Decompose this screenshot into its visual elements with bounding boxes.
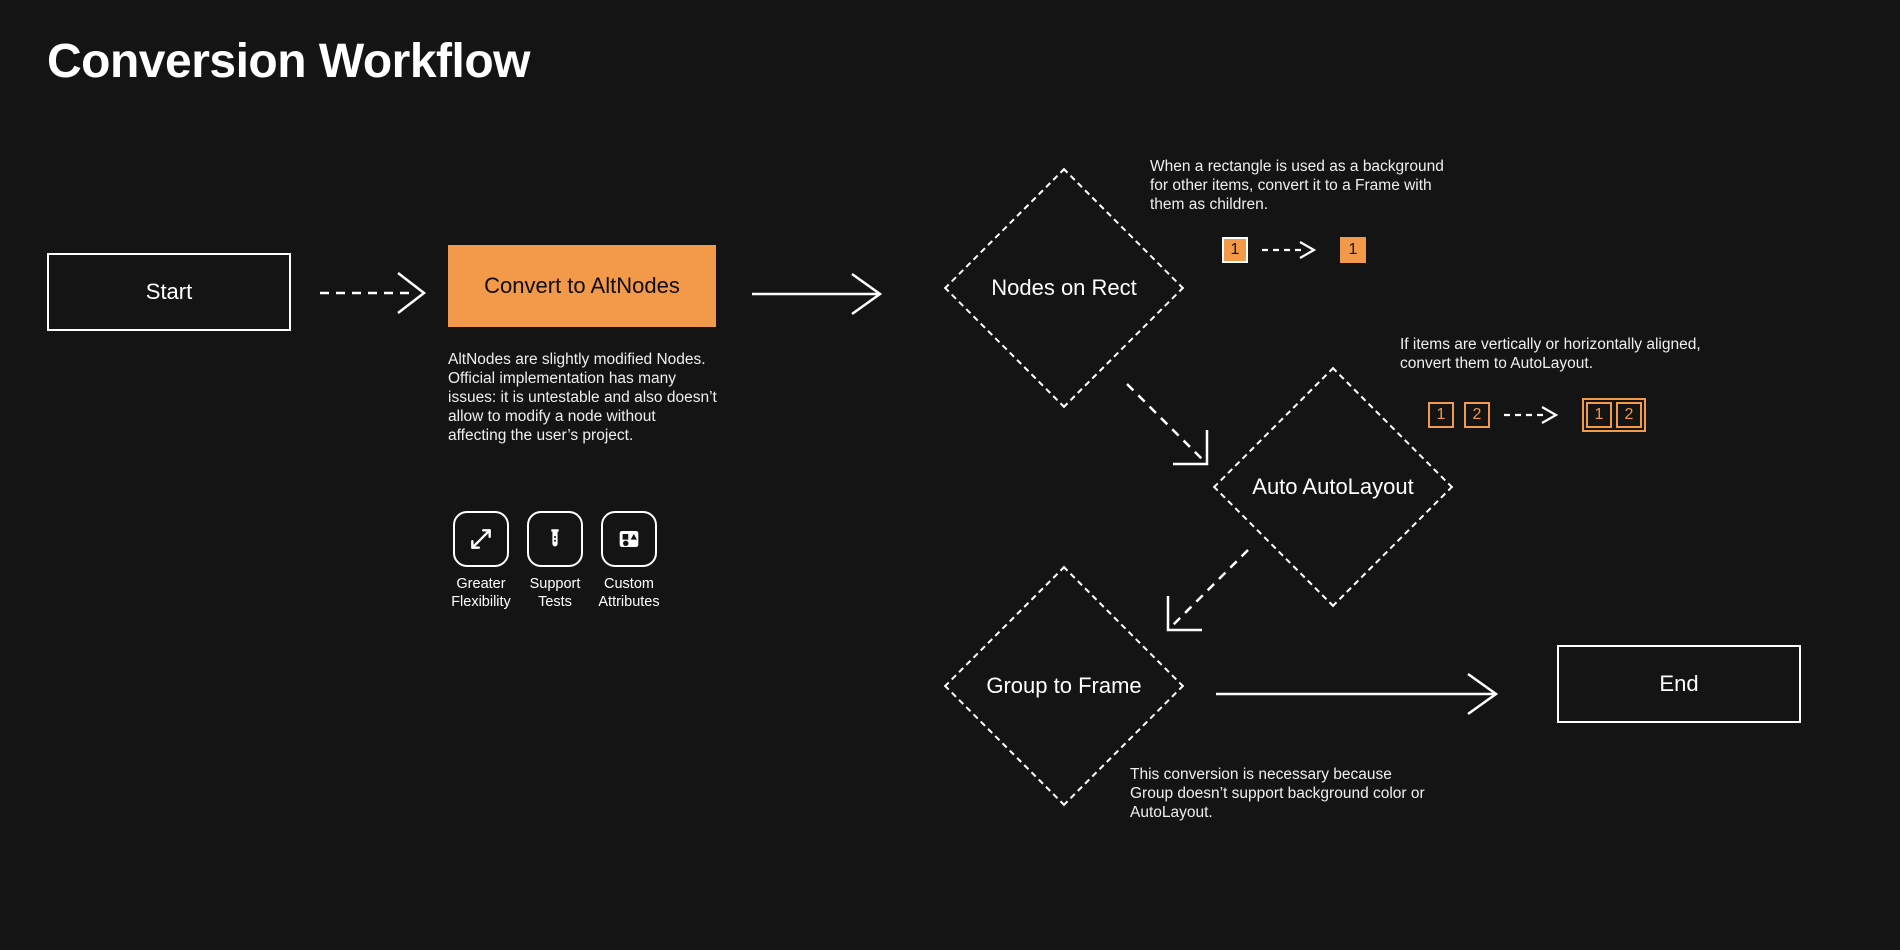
feature-label: Greater Flexibility [451, 576, 511, 611]
badge-after-2: 2 [1616, 402, 1642, 428]
connector-group-to-frame-to-end [1216, 672, 1499, 716]
badge-after-1: 1 [1340, 237, 1366, 263]
node-convert-label: Convert to AltNodes [484, 273, 680, 298]
badge-before-1: 1 [1428, 402, 1454, 428]
badge-example-auto-autolayout: 1 2 1 2 [1428, 398, 1646, 432]
expand-arrows-icon [468, 526, 494, 552]
feature-label: Custom Attributes [598, 576, 660, 611]
feature-item-greater-flexibility[interactable]: Greater Flexibility [451, 511, 511, 611]
feature-icon-box [601, 511, 657, 567]
node-end[interactable]: End [1557, 645, 1801, 723]
annotation-nodes-on-rect: When a rectangle is used as a background… [1150, 158, 1444, 213]
badge-after-1: 1 [1586, 402, 1612, 428]
annotation-auto-autolayout: If items are vertically or horizontally … [1400, 336, 1701, 372]
feature-icon-box [453, 511, 509, 567]
dashed-arrow-right-icon [1504, 406, 1559, 424]
node-group-to-frame-label: Group to Frame [986, 673, 1142, 698]
node-auto-autolayout-label: Auto AutoLayout [1252, 474, 1414, 499]
description-altnodes: AltNodes are slightly modified Nodes. Of… [448, 351, 717, 444]
badge-before-1: 1 [1222, 237, 1248, 263]
feature-label: Support Tests [529, 576, 581, 611]
node-end-label: End [1659, 671, 1699, 696]
node-convert-to-altnodes[interactable]: Convert to AltNodes [448, 245, 716, 327]
connector-start-to-convert [320, 272, 427, 314]
node-start[interactable]: Start [47, 253, 291, 331]
node-nodes-on-rect[interactable]: Nodes on Rect [943, 167, 1185, 409]
badge-autolayout-frame: 1 2 [1582, 398, 1646, 432]
feature-list: Greater Flexibility Support Tests [451, 511, 660, 611]
badge-before-2: 2 [1464, 402, 1490, 428]
feature-icon-box [527, 511, 583, 567]
feature-item-support-tests[interactable]: Support Tests [527, 511, 583, 611]
test-tube-icon [542, 526, 568, 552]
node-group-to-frame[interactable]: Group to Frame [943, 565, 1185, 807]
dashed-arrow-right-icon [1262, 241, 1317, 259]
feature-item-custom-attributes[interactable]: Custom Attributes [598, 511, 660, 611]
connector-auto-autolayout-to-group-to-frame [1166, 549, 1249, 632]
page-title: Conversion Workflow [47, 35, 531, 88]
node-start-label: Start [145, 279, 193, 304]
connector-convert-to-nodes-on-rect [752, 272, 883, 316]
shapes-icon [616, 526, 642, 552]
badge-example-nodes-on-rect: 1 1 [1222, 237, 1366, 263]
node-auto-autolayout[interactable]: Auto AutoLayout [1212, 366, 1454, 608]
node-nodes-on-rect-label: Nodes on Rect [991, 275, 1137, 300]
connector-nodes-on-rect-to-auto-autolayout [1126, 383, 1209, 466]
annotation-group-to-frame: This conversion is necessary because Gro… [1130, 766, 1425, 821]
